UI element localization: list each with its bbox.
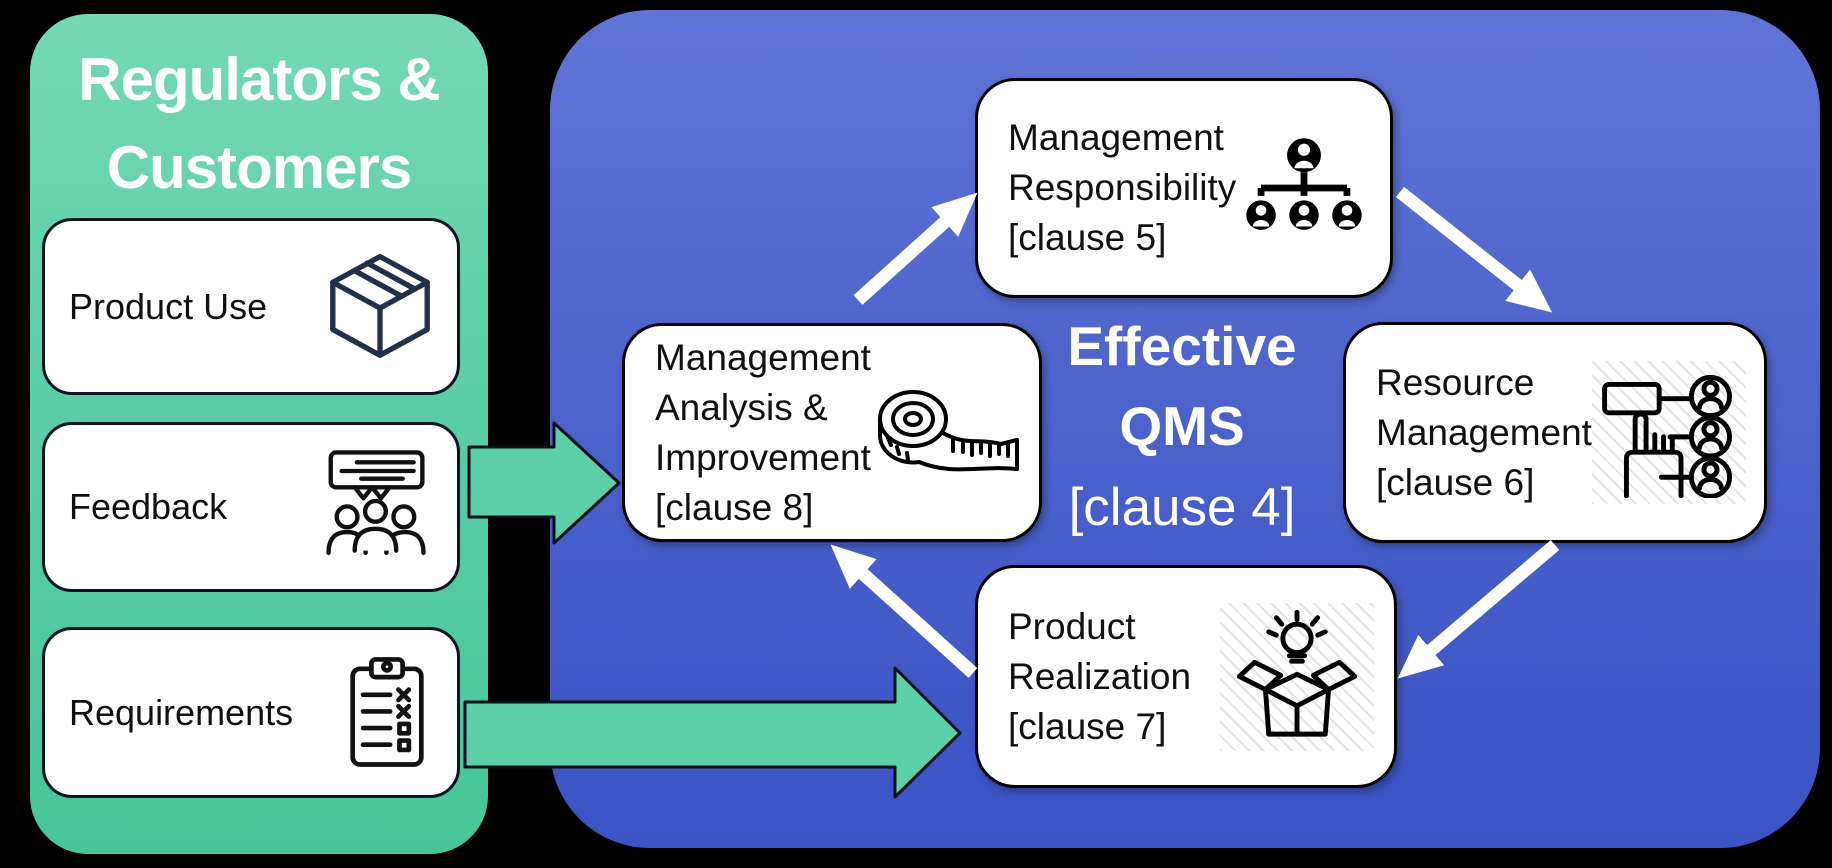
management-responsibility-label: Management Responsibility [clause 5]	[1008, 117, 1237, 258]
qms-title-line-1: Effective	[1067, 315, 1297, 377]
stakeholder-box-feedback: Feedback	[42, 422, 460, 592]
qms-center-title: Effective QMS [clause 4]	[1022, 306, 1342, 550]
node-management-responsibility: Management Responsibility [clause 5]	[975, 78, 1393, 298]
qms-clause-4: [clause 4]	[1068, 478, 1296, 537]
management-analysis-label: Management Analysis & Improvement [claus…	[655, 336, 871, 528]
measuring-tape-icon	[871, 383, 1021, 483]
requirements-label: Requirements	[69, 691, 294, 733]
node-resource-management: Resource Management [clause 6]	[1343, 322, 1767, 543]
title-line-2: Customers	[106, 134, 412, 201]
resource-management-label: Resource Management [clause 6]	[1376, 361, 1592, 503]
package-box-icon	[321, 248, 439, 366]
feedback-bubble-people-icon	[313, 447, 439, 567]
stakeholder-box-requirements: Requirements	[42, 627, 460, 798]
resource-allocation-icon	[1591, 361, 1746, 504]
stakeholder-box-product-use: Product Use	[42, 218, 460, 395]
node-product-realization: Product Realization [clause 7]	[975, 565, 1397, 788]
node-management-analysis-improvement: Management Analysis & Improvement [claus…	[622, 323, 1042, 542]
stakeholders-panel: Regulators & Customers Product Use Feedb…	[30, 14, 488, 854]
qms-title-line-2: QMS	[1119, 395, 1245, 457]
title-line-1: Regulators &	[78, 46, 440, 113]
product-use-label: Product Use	[69, 285, 268, 327]
qms-panel: Effective QMS [clause 4] Management Resp…	[550, 10, 1820, 848]
feedback-label: Feedback	[69, 486, 228, 527]
org-chart-icon	[1236, 136, 1372, 240]
clipboard-checklist-icon	[335, 652, 439, 774]
open-box-lightbulb-icon	[1220, 602, 1374, 751]
product-realization-label: Product Realization [clause 7]	[1008, 605, 1192, 747]
stakeholders-panel-title: Regulators & Customers	[30, 14, 488, 212]
